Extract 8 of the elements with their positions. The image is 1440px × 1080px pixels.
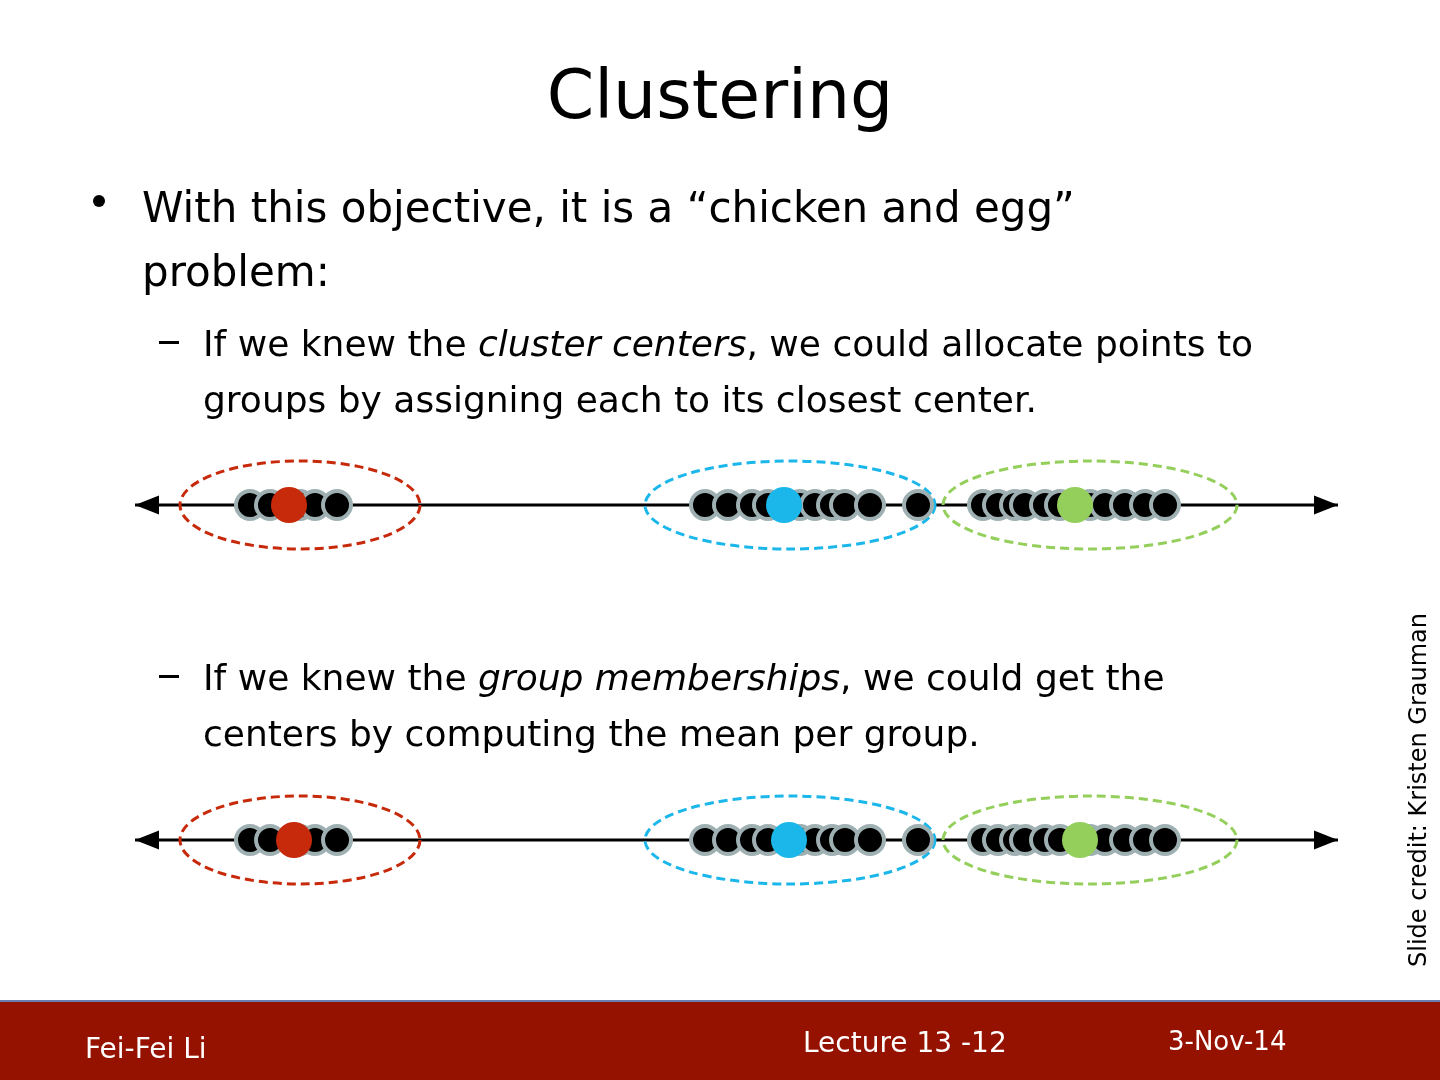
author-name: Fei-Fei Li: [85, 1032, 207, 1065]
lecture-number: Lecture 13 -12: [803, 1026, 1007, 1059]
bullet-text: With this objective, it is a “chicken and egg” problem:: [142, 182, 1076, 298]
slide-date: 3-Nov-14: [1168, 1026, 1287, 1056]
sub-bullet-text: If we knew the cluster centers, we could allocate points to groups by assigning each to its closest center.: [203, 322, 1255, 422]
slide-title: Clustering: [545, 55, 895, 134]
slide-credit: Slide credit: Kristen Grauman: [1404, 613, 1432, 967]
sub-bullet-text: If we knew the group memberships, we could get the centers by computing the mean per group.: [203, 656, 1166, 756]
